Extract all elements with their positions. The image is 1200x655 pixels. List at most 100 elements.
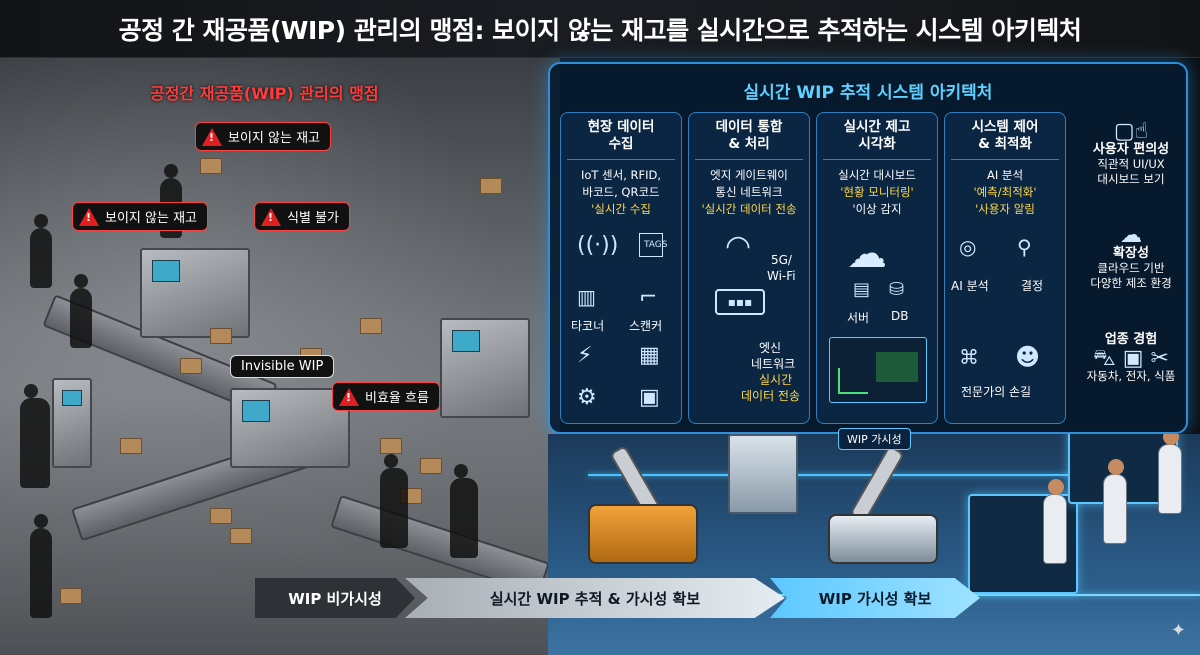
engineer — [1103, 459, 1127, 544]
production-machine — [52, 378, 92, 468]
scanner-icon: ⌐ — [639, 285, 658, 310]
barcode-icon: ▥ — [577, 285, 596, 309]
cloud-icon: ☁ — [847, 231, 887, 277]
data-flow-line — [588, 474, 1148, 476]
infra-label: DB — [891, 309, 909, 323]
ai-label: AI 분석 — [951, 279, 989, 293]
industry-icons: ⛍ ▣ ✂ — [1093, 346, 1169, 371]
wip-box — [230, 528, 252, 544]
architecture-title: 실시간 WIP 추적 시스템 아키텍처 — [743, 83, 993, 103]
column-data-integration: 데이터 통합 & 처리 엣지 게이트웨이 통신 네트워크 '실시간 데이터 전송… — [688, 112, 810, 424]
column-description: AI 분석 '예측/최적화' '사용자 알림 — [973, 168, 1037, 216]
benefit-scalability: ☁ 확장성 클라우드 기반 다양한 제조 환경 — [1070, 223, 1192, 291]
expert-label: 전문가의 손길 — [961, 385, 1032, 399]
worker-silhouette — [450, 464, 478, 558]
ai-label: 결정 — [1021, 279, 1044, 293]
flow-step-transition: 실시간 WIP 추적 & 가시성 확보 — [405, 578, 785, 618]
wip-box — [120, 438, 142, 454]
alert-label: 비효율 흐름 — [365, 391, 429, 406]
wip-box — [60, 588, 82, 604]
chart-icon — [838, 368, 868, 394]
warning-icon: ! — [79, 207, 99, 226]
dashboard-touch-icon: ▢☝ — [1113, 119, 1149, 144]
warning-icon: ! — [202, 127, 222, 146]
qr-code-icon: ▦ — [639, 343, 660, 368]
divider — [695, 159, 803, 160]
invisible-wip-label: Invisible WIP — [230, 355, 335, 378]
agv-robot — [588, 504, 698, 564]
engineer — [1043, 479, 1067, 564]
wip-box — [210, 328, 232, 344]
alert-label: 식별 불가 — [287, 211, 339, 226]
infra-label: 서버 — [847, 311, 870, 325]
server-icon: ▤ — [853, 279, 871, 300]
user-icon: ☻ — [1015, 343, 1041, 371]
column-description: 실시간 대시보드 '현황 모니터링' '이상 감지 — [838, 168, 916, 216]
engineer — [1158, 434, 1182, 514]
divider — [567, 159, 675, 160]
wip-box — [380, 438, 402, 454]
benefit-usability: ▢☝ 사용자 편의성 직관적 UI/UX 대시보드 보기 — [1070, 119, 1192, 187]
handheld-icon: ⚡ — [577, 343, 593, 368]
smart-factory-scene — [548, 434, 1200, 655]
sensor-label: 스캔커 — [629, 319, 663, 333]
alert-badge: ! 식별 불가 — [254, 202, 350, 231]
divider — [823, 159, 931, 160]
trend-monitor-icon: ⌘ — [959, 345, 979, 369]
agv-robot — [828, 514, 938, 564]
machine-screen — [152, 260, 180, 282]
network-label: 엣신 — [759, 341, 782, 355]
column-visualization: 실시간 제고 시각화 실시간 대시보드 '현황 모니터링' '이상 감지 ☁ ▤… — [816, 112, 938, 424]
gateway-router-icon: ▪▪▪ — [715, 289, 765, 315]
wifi-icon: ◠ — [725, 229, 752, 264]
transformation-arrow: WIP 비가시성 실시간 WIP 추적 & 가시성 확보 WIP 가시성 확보 — [0, 568, 1200, 628]
pain-point-title: 공정간 재공품(WIP) 관리의 맹점 — [150, 84, 379, 103]
warning-icon: ! — [261, 207, 281, 226]
worker-silhouette — [30, 514, 52, 618]
worker-silhouette — [70, 274, 92, 348]
wip-box — [420, 458, 442, 474]
page-title: 공정 간 재공품(WIP) 관리의 맹점: 보이지 않는 재고를 실시간으로 추… — [118, 15, 1082, 45]
wip-box — [480, 178, 502, 194]
alert-badge: ! 보이지 않는 재고 — [195, 122, 331, 151]
column-optimization: 시스템 제어 & 최적화 AI 분석 '예측/최적화' '사용자 알림 ◎ ⚲ … — [944, 112, 1066, 424]
package-icon: ▣ — [639, 385, 660, 410]
cloud-upload-icon: ☁ — [1120, 223, 1142, 248]
server-rack — [728, 434, 798, 514]
alert-label: 보이지 않는 재고 — [105, 211, 197, 226]
sparkle-icon: ✦ — [1170, 620, 1186, 641]
column-data-collection: 현장 데이터 수집 IoT 센서, RFID, 바코드, QR코드 '실시간 수… — [560, 112, 682, 424]
tag-icon: TAGS — [639, 233, 667, 257]
architecture-panel: 실시간 WIP 추적 시스템 아키텍처 현장 데이터 수집 IoT 센서, RF… — [548, 62, 1188, 434]
network-highlight: 데이터 전송 — [741, 389, 801, 403]
worker-silhouette — [380, 454, 408, 548]
wip-box — [360, 318, 382, 334]
wip-box — [180, 358, 202, 374]
network-label: 5G/ — [771, 253, 792, 267]
warning-icon: ! — [339, 387, 359, 406]
alert-label: 보이지 않는 재고 — [228, 131, 320, 146]
column-description: IoT 센서, RFID, 바코드, QR코드 '실시간 수집 — [580, 168, 662, 216]
sensor-label: 타코너 — [571, 319, 605, 333]
network-highlight: 실시간 — [759, 373, 793, 387]
robot-arm — [849, 444, 905, 524]
device-icon: ⚙ — [577, 385, 597, 410]
flow-step-after: WIP 가시성 확보 — [770, 578, 980, 618]
wip-box — [210, 508, 232, 524]
decision-icon: ⚲ — [1017, 235, 1032, 259]
flow-step-before: WIP 비가시성 — [255, 578, 415, 618]
column-description: 엣지 게이트웨이 통신 네트워크 '실시간 데이터 전송 — [701, 168, 797, 216]
wip-box — [200, 158, 222, 174]
production-machine — [230, 388, 350, 468]
network-label: 네트워크 — [751, 357, 796, 371]
machine-screen — [242, 400, 270, 422]
production-machine — [140, 248, 250, 338]
worker-silhouette — [30, 214, 52, 288]
rfid-antenna-icon: ((·)) — [577, 233, 619, 258]
machine-screen — [452, 330, 480, 352]
factory-scene — [0, 58, 560, 655]
benefit-industry: 업종 경험 ⛍ ▣ ✂ 자동차, 전자, 식품 — [1070, 332, 1192, 384]
column-heading: 데이터 통합 & 처리 — [715, 119, 783, 152]
title-bar: 공정 간 재공품(WIP) 관리의 맹점: 보이지 않는 재고를 실시간으로 추… — [0, 0, 1200, 58]
alert-badge: ! 비효율 흐름 — [332, 382, 440, 411]
